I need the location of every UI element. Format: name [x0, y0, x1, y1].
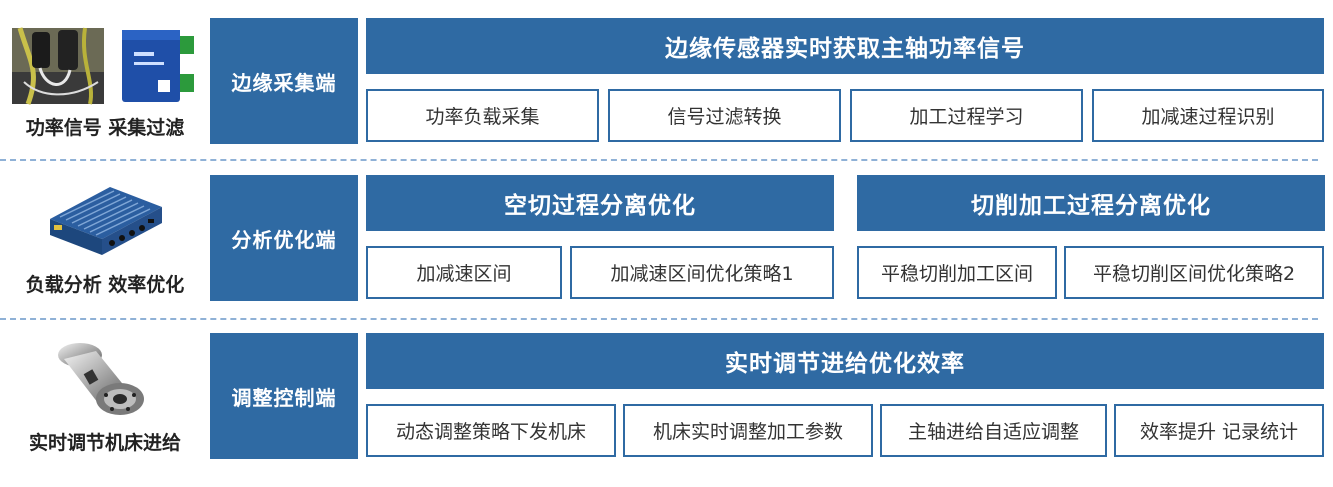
spindle-image: [58, 343, 144, 415]
group-title: 边缘传感器实时获取主轴功率信号: [366, 18, 1324, 74]
control-device-cell: 实时调节机床进给: [0, 333, 210, 459]
function-item: 主轴进给自适应调整: [880, 404, 1107, 457]
function-item: 信号过滤转换: [608, 89, 841, 142]
dashed-divider: [0, 159, 1318, 161]
power-sensor-image: [12, 27, 194, 105]
edge-device-cell: 功率信号 采集过滤: [0, 18, 210, 144]
function-item: 效率提升 记录统计: [1114, 404, 1324, 457]
tier-label: 边缘采集端: [210, 18, 358, 144]
dashed-divider: [0, 318, 1318, 320]
function-item: 加减速过程识别: [1092, 89, 1324, 142]
function-item: 平稳切削区间优化策略2: [1064, 246, 1324, 299]
edge-computer-image: [50, 187, 162, 255]
row-caption: 负载分析 效率优化: [25, 274, 185, 296]
row-caption: 实时调节机床进给: [28, 432, 181, 454]
function-item: 机床实时调整加工参数: [623, 404, 873, 457]
row-analysis-optimization: 负载分析 效率优化 分析优化端 空切过程分离优化 切削加工过程分离优化 加减速区…: [0, 175, 1333, 301]
function-item: 功率负载采集: [366, 89, 599, 142]
row-caption: 功率信号 采集过滤: [25, 117, 185, 139]
group-title: 切削加工过程分离优化: [857, 175, 1325, 231]
tier-label: 调整控制端: [210, 333, 358, 459]
group-title: 空切过程分离优化: [366, 175, 834, 231]
row-edge-collection: 功率信号 采集过滤 边缘采集端 边缘传感器实时获取主轴功率信号 功率负载采集 信…: [0, 18, 1333, 144]
function-item: 加工过程学习: [850, 89, 1083, 142]
function-item: 加减速区间: [366, 246, 562, 299]
tier-label: 分析优化端: [210, 175, 358, 301]
analysis-device-cell: 负载分析 效率优化: [0, 175, 210, 301]
function-item: 加减速区间优化策略1: [570, 246, 834, 299]
row-adjustment-control: 实时调节机床进给 调整控制端 实时调节进给优化效率 动态调整策略下发机床 机床实…: [0, 333, 1333, 459]
function-item: 平稳切削加工区间: [857, 246, 1057, 299]
function-item: 动态调整策略下发机床: [366, 404, 616, 457]
group-title: 实时调节进给优化效率: [366, 333, 1324, 389]
